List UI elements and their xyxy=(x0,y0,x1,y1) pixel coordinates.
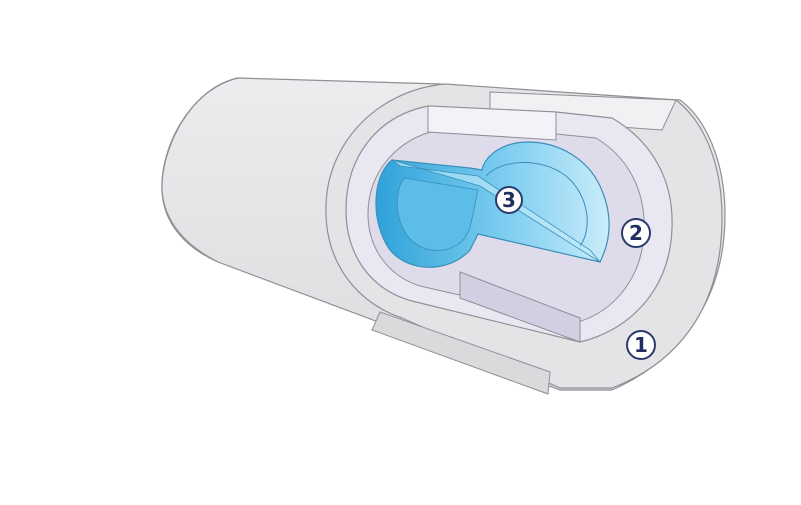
inner-core xyxy=(375,141,610,268)
callout-layer-1: 1 xyxy=(626,330,656,360)
callout-layer-2: 2 xyxy=(621,218,651,248)
callout-2-label: 2 xyxy=(629,221,643,245)
callout-1-label: 1 xyxy=(634,333,648,357)
callout-layer-3: 3 xyxy=(495,186,523,214)
callout-3-label: 3 xyxy=(502,188,516,212)
